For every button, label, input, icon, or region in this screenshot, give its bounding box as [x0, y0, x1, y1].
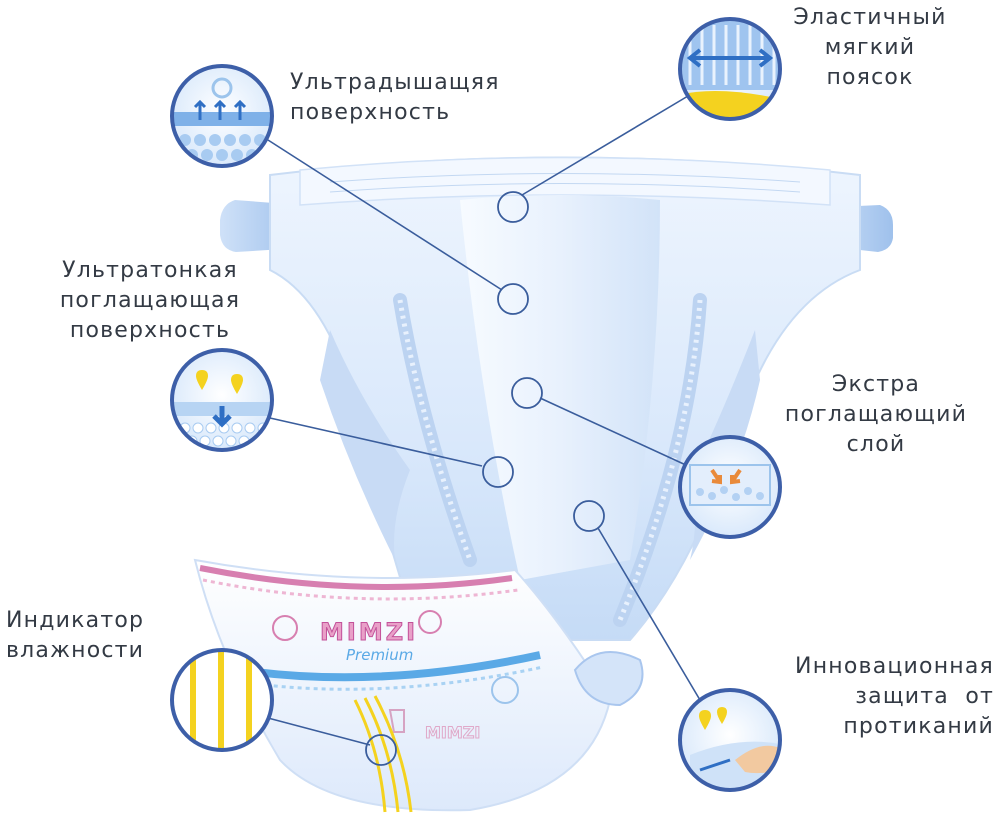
absorbent-core [460, 195, 660, 580]
label-extra-layer: Экстра поглащающий слой [776, 370, 976, 460]
label-leak-protection: Инновационная защита от протиканий [770, 652, 994, 742]
absorbent-layer-icon [678, 435, 782, 539]
target-points [365, 191, 605, 766]
panda-print [272, 615, 298, 641]
target-indicator [365, 734, 397, 766]
label-waistband: Эластичный мягкий поясок [780, 3, 960, 93]
svg-text:MIMZI: MIMZI [425, 723, 480, 742]
target-leak [573, 500, 605, 532]
fastener [573, 651, 644, 707]
elastic-waistband-icon [678, 17, 782, 121]
front-panel [193, 558, 612, 812]
line-extra [539, 397, 689, 467]
label-leak-line3: протиканий [843, 714, 994, 739]
label-waistband-line1: Эластичный [793, 5, 947, 30]
label-waistband-line3: поясок [826, 65, 914, 90]
line-indicator [267, 717, 371, 746]
label-leak-line1: Инновационная [795, 654, 994, 679]
target-breathable [497, 283, 529, 315]
brand-name: MIMZI [320, 618, 418, 646]
connector-lines [267, 95, 701, 746]
label-wetness-indicator: Индикатор влажности [6, 606, 144, 666]
label-breathable-line1: Ультрадышащяя [290, 70, 500, 95]
label-breathable-surface: Ультрадышащяя поверхность [290, 68, 500, 128]
line-leak [597, 527, 701, 701]
target-waistband [497, 191, 529, 223]
label-breathable-line2: поверхность [290, 100, 451, 125]
target-extra [511, 377, 543, 409]
label-waistband-line2: мягкий [824, 35, 916, 60]
label-thin-surface: Ультратонкая поглащающая поверхность [40, 256, 260, 346]
label-thin-line3: поверхность [69, 318, 231, 343]
brand-sub: Premium [346, 646, 413, 664]
label-thin-line2: поглащающая [59, 288, 241, 313]
diaper-body: MIMZI Premium MIMZI [193, 156, 893, 813]
wetness-indicator-lines [353, 699, 387, 813]
breathable-surface-icon [170, 64, 274, 168]
wetness-indicator-icon [170, 648, 274, 752]
absorbent-surface-icon [170, 348, 274, 452]
label-indicator-line1: Индикатор [6, 608, 145, 633]
label-leak-line2: защита от [855, 684, 994, 709]
line-breathable [267, 139, 503, 291]
line-waistband [521, 95, 689, 196]
line-thin [269, 417, 483, 467]
label-indicator-line2: влажности [6, 638, 145, 663]
label-extra-line1: Экстра [831, 372, 921, 397]
waistband [299, 156, 831, 206]
target-thin [482, 456, 514, 488]
label-extra-line3: слой [846, 432, 906, 457]
label-extra-line2: поглащающий [784, 402, 968, 427]
label-thin-line1: Ультратонкая [62, 258, 238, 283]
